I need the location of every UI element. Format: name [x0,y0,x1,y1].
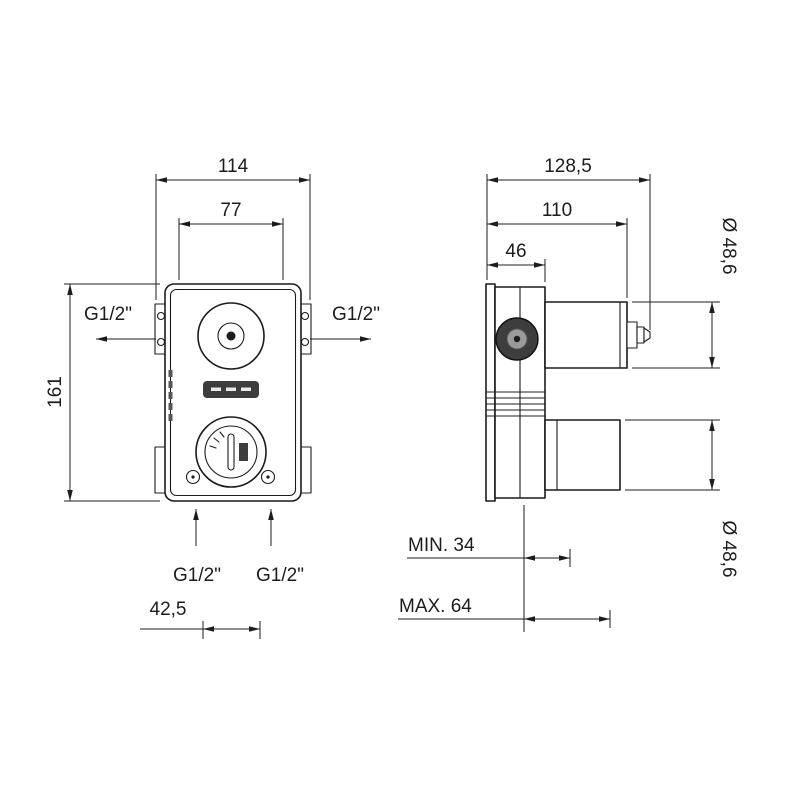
port-bottom-right-label: G1/2" [256,565,304,586]
arrowhead-icon [559,555,570,561]
spindle-shaft [636,326,645,344]
side-knob [495,317,539,361]
dim-offset-label: 42,5 [150,599,187,620]
dim-diameter-bottom: Ø 48,6 [625,419,739,578]
grub-screw-icon [239,443,248,461]
lower-dial [195,416,267,488]
dim-diameter-top: Ø 48,6 [632,217,739,369]
lower-cylinder [544,419,621,491]
dim-height-label: 161 [45,376,66,408]
dim-depth-body-label: 110 [542,200,572,221]
port-top-right-label: G1/2" [332,304,380,325]
dim-height: 161 [45,283,160,502]
spindle-tip-icon [643,327,651,343]
cartridge-spindle [626,321,651,349]
dial-tick [213,437,220,443]
dim-offset: 42,5 [140,599,261,639]
dim-depth-plate-label: 46 [505,241,526,262]
dim-width-inner-label: 77 [220,200,241,221]
lower-dial-outer-circle [195,416,267,488]
arrowhead-icon [524,555,535,561]
spindle-step [626,321,638,349]
cartridge-cylinder [544,301,628,369]
port-top-left: G1/2" [84,304,156,342]
dim-depth-body: 110 [487,200,628,298]
label-plate [203,381,259,398]
lower-dial-inner-circle [204,425,258,479]
upper-knob-outer-circle [197,302,265,370]
dim-depth-min-max: MIN. 34 MAX. 64 [398,505,611,632]
upper-knob-center-dot-icon [226,331,236,341]
dim-width-inner: 77 [178,200,284,280]
label-plate-text-mark [226,387,236,391]
screwdriver-slot-icon [227,433,235,471]
ear-hole-icon [156,337,166,347]
dim-depth-plate: 46 [487,241,546,282]
dim-width-total-label: 114 [218,156,249,177]
upper-knob-inner-circle [217,322,245,350]
upper-knob [197,302,265,370]
ear-hole-icon [156,311,166,321]
screw-icon [185,469,201,485]
dim-depth-min-label: MIN. 34 [408,535,475,556]
fixing-screws [185,469,276,485]
side-view [485,283,651,502]
arrowhead-icon [599,616,610,622]
dim-width-total: 114 [155,156,311,300]
front-view [154,283,312,502]
side-marking-strip [168,370,173,421]
port-bottom-left-label: G1/2" [173,565,221,586]
label-plate-text-mark [241,387,251,391]
dim-depth-total-label: 128,5 [544,156,592,177]
port-top-left-label: G1/2" [84,304,132,325]
screw-center-dot [266,475,270,479]
dim-depth-total: 128,5 [486,156,651,330]
dim-diameter-bottom-label: Ø 48,6 [718,520,739,577]
side-knob-center-dot [513,335,521,343]
arrowhead-icon [524,616,535,622]
dial-tick [209,445,217,449]
depth-cut-lines [486,391,545,417]
screw-center-dot [191,475,195,479]
dim-depth-max-label: MAX. 64 [399,596,472,617]
ear-hole-icon [300,337,310,347]
port-top-right: G1/2" [310,304,380,342]
screw-icon [260,469,276,485]
label-plate-text-mark [211,387,221,391]
ports-bottom: G1/2" G1/2" [173,509,304,586]
dim-diameter-top-label: Ø 48,6 [718,217,739,274]
ear-hole-icon [300,311,310,321]
dial-tick [219,431,225,438]
